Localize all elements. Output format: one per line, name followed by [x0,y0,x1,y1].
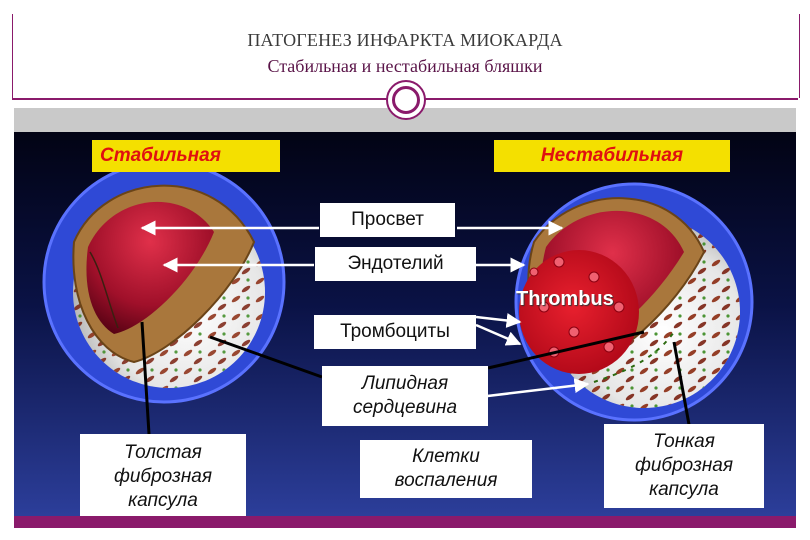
lipid-core-label: Липидная сердцевина [322,366,488,426]
endothelium-label: Эндотелий [315,247,476,281]
unstable-plaque [514,182,754,422]
circle-ornament-icon [386,80,426,120]
header-frame [12,14,800,98]
inflammatory-cells-label: Клетки воспаления [360,440,532,498]
slide-subtitle: Стабильная и нестабильная бляшки [267,56,543,76]
slide-title: ПАТОГЕНЕЗ ИНФАРКТА МИОКАРДА [247,30,563,50]
thick-fibrous-cap-label: Толстая фиброзная капсула [80,434,246,520]
thin-fibrous-cap-label: Тонкая фиброзная капсула [604,424,764,508]
unstable-plaque-label: Нестабильная [494,140,730,172]
lumen-label: Просвет [320,203,455,237]
stable-plaque [42,160,286,404]
platelets-label: Тромбоциты [314,315,476,349]
stable-plaque-label: Стабильная [92,140,280,172]
thrombus-label: Thrombus [516,288,614,310]
bottom-accent-band [14,516,796,528]
